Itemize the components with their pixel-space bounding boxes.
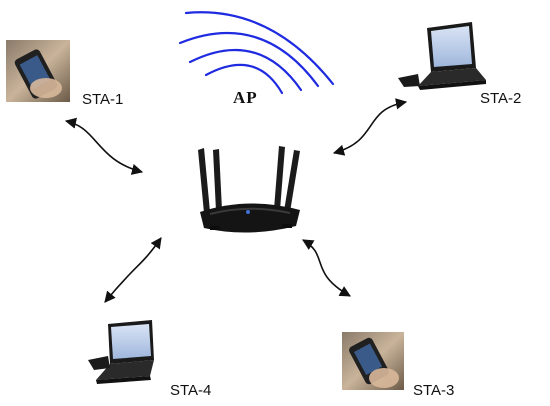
wifi-router-icon [198,146,300,233]
link-arrow-sta4 [104,237,162,303]
station-label-sta1: STA-1 [82,91,124,108]
laptop-icon [88,320,154,384]
station-label-sta4: STA-4 [170,382,212,399]
ap-label: AP [233,88,258,107]
link-arrow-sta3 [302,239,351,297]
wifi-signal-icon [178,11,335,95]
station-label-sta2: STA-2 [480,90,522,107]
laptop-icon [398,22,486,90]
smartphone-icon [342,332,404,390]
link-arrow-sta2 [332,98,408,156]
link-arrows [64,98,408,303]
link-arrow-sta1 [64,117,144,175]
smartphone-icon [6,40,70,102]
station-label-sta3: STA-3 [413,382,455,399]
